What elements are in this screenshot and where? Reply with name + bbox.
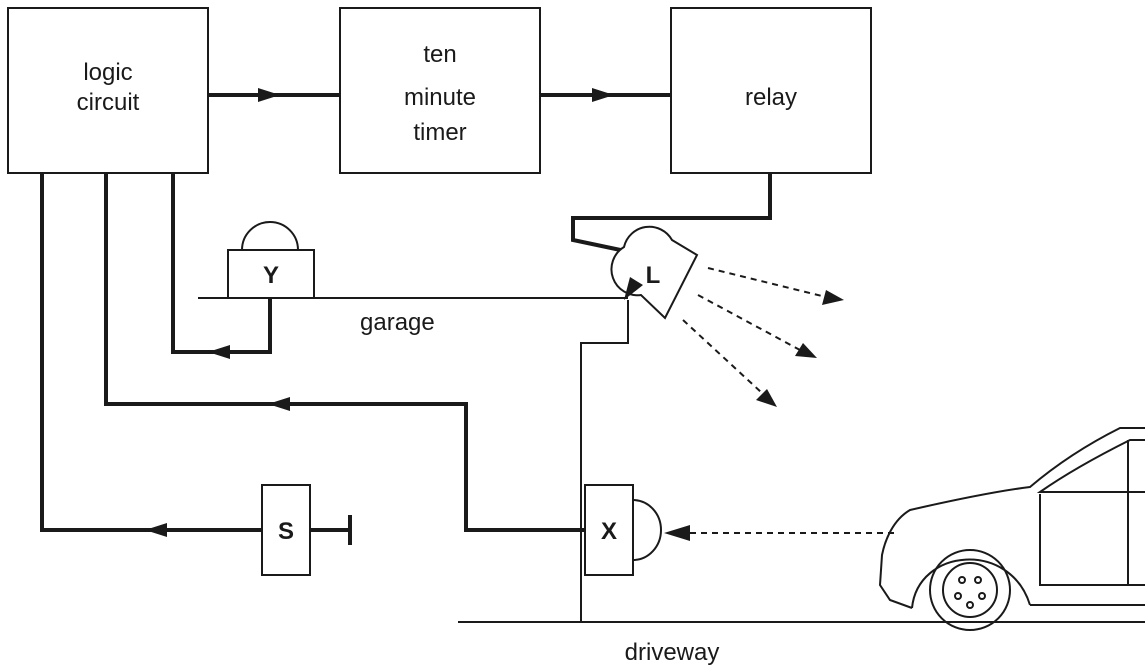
timer-label-line3: timer xyxy=(413,119,466,146)
lamp-l: L xyxy=(610,225,699,320)
sensor-x: X xyxy=(584,484,662,576)
car-window xyxy=(1036,439,1145,493)
relay-to-lamp-wire xyxy=(571,173,772,254)
timer-block: ten minute timer xyxy=(339,7,541,174)
lamp-l-label: L xyxy=(646,262,661,289)
car-wheel-tyre xyxy=(929,549,1011,631)
sensor-y: Y xyxy=(227,221,315,299)
switch-s-wire xyxy=(40,173,262,532)
sensor-y-label: Y xyxy=(263,262,279,289)
switch-s-label: S xyxy=(278,518,294,545)
sensor-y-dome xyxy=(241,221,299,251)
timer-label-line2: minute xyxy=(404,84,476,111)
sensor-x-dome xyxy=(632,499,662,561)
lamp-light-rays xyxy=(682,267,844,407)
car-wheel-rim xyxy=(942,562,998,618)
relay-block: relay xyxy=(670,7,872,174)
logic-circuit-label-line1: logic xyxy=(83,59,132,86)
car-body xyxy=(878,427,1145,609)
timer-to-relay-connection xyxy=(540,88,671,102)
logic-circuit-block: logic circuit xyxy=(7,7,209,174)
relay-label: relay xyxy=(745,84,797,111)
logic-circuit-label-line2: circuit xyxy=(77,89,140,116)
garage-wall xyxy=(580,300,629,622)
car-door xyxy=(1039,494,1145,586)
detection-beam xyxy=(664,525,895,541)
timer-label-line1: ten xyxy=(423,41,456,68)
sensor-x-label: X xyxy=(601,518,617,545)
car-wheel-arch xyxy=(911,558,1031,609)
switch-s: S xyxy=(261,484,352,576)
driveway-label: driveway xyxy=(625,639,720,666)
logic-to-timer-connection xyxy=(208,88,340,102)
car-illustration xyxy=(878,427,1145,631)
garage-label: garage xyxy=(360,309,435,336)
sensor-x-wire xyxy=(104,173,585,532)
